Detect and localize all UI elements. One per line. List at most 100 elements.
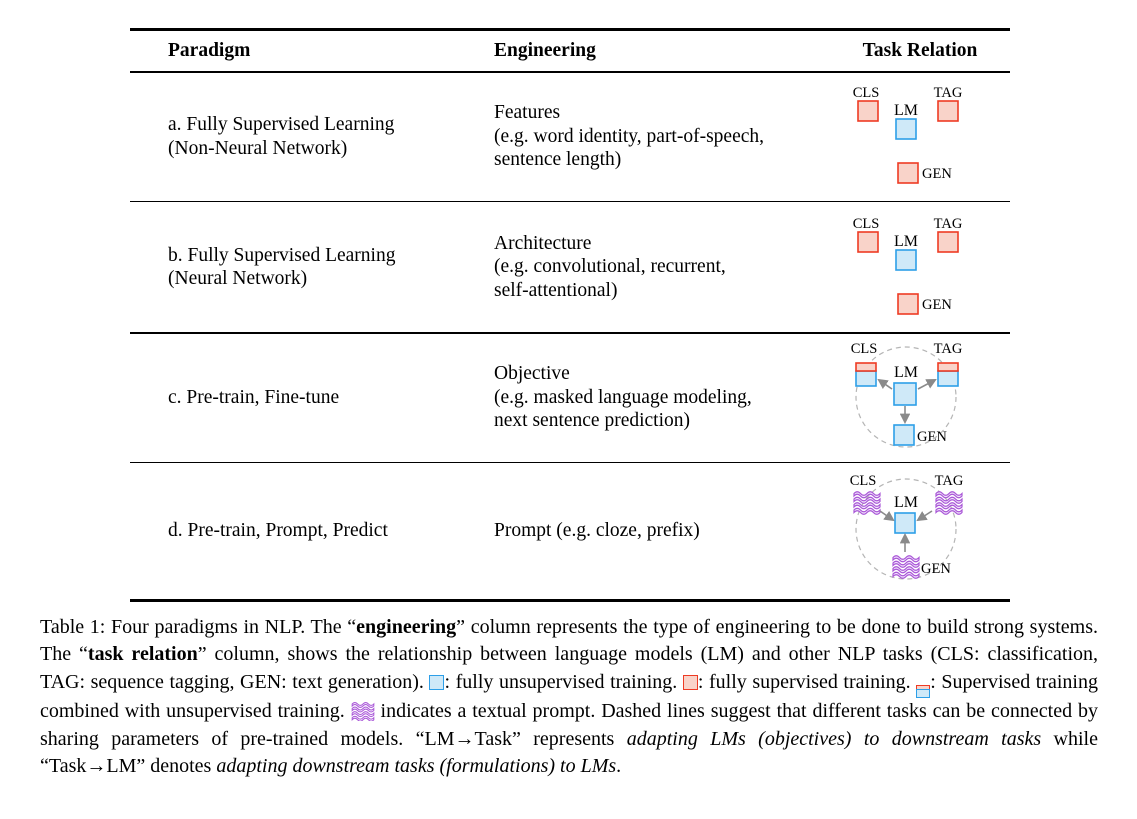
engineering-line: Prompt (e.g. cloze, prefix) — [494, 520, 700, 542]
lm-to-tag-arrow — [917, 378, 937, 390]
cls-label: CLS — [850, 473, 877, 489]
caption-text: . — [616, 755, 622, 778]
caption-text: : fully unsupervised training. — [444, 670, 683, 693]
tag-label: TAG — [934, 341, 963, 357]
caption-text: adapting LMs (objectives) to downstream … — [626, 727, 1042, 750]
engineering-line: next sentence prediction) — [494, 410, 690, 432]
task-relation-cell: CLS TAG LM GEN — [830, 210, 1010, 325]
engineering-line: Objective — [494, 363, 570, 385]
gen-label: GEN — [922, 166, 952, 182]
cls-prompt-squiggle-icon — [853, 491, 881, 515]
tag-prompt-squiggle-icon — [935, 491, 963, 515]
half-square-icon — [916, 684, 931, 699]
table-row: a. Fully Supervised Learning (Non-Neural… — [130, 73, 1010, 201]
paradigm-line: (Neural Network) — [168, 268, 308, 289]
cls-label: CLS — [853, 85, 880, 101]
table-row: b. Fully Supervised Learning (Neural Net… — [130, 202, 1010, 332]
caption-text: indicates a textual prompt. Dashed lines… — [40, 700, 1098, 750]
paradigm-cell: d. Pre-train, Prompt, Predict — [130, 519, 494, 543]
engineering-line: (e.g. masked language modeling, — [494, 386, 752, 408]
row-separator-rule — [130, 332, 1010, 334]
prompt-squiggle-icon — [351, 700, 375, 723]
gen-supervised-square-icon — [897, 162, 919, 184]
table-top-rule — [130, 28, 1010, 31]
caption-text: Table 1: Four paradigms in NLP. The “ — [40, 616, 357, 638]
task-relation-diagram-b: CLS TAG LM GEN — [853, 216, 963, 315]
task-relation-diagram-c: CLS TAG LM GEN — [851, 341, 963, 448]
table-1: Paradigm Engineering Task Relation a. Fu… — [130, 28, 1010, 602]
caption-text: : fully supervised training. — [697, 670, 917, 693]
engineering-cell: Features (e.g. word identity, part-of-sp… — [494, 101, 830, 172]
paradigm-cell: c. Pre-train, Fine-tune — [130, 386, 494, 410]
table-header-row: Paradigm Engineering Task Relation — [130, 31, 1010, 71]
gen-label: GEN — [921, 561, 951, 577]
caption-text: ” column, shows the relationship between… — [40, 643, 1098, 693]
task-relation-diagram-d: CLS TAG LM GEN — [850, 473, 964, 580]
lm-unsupervised-square-icon — [893, 381, 917, 406]
lm-label: LM — [894, 364, 918, 381]
gen-supervised-square-icon — [897, 292, 919, 315]
task-relation-diagram-a: CLS TAG LM GEN — [853, 85, 963, 184]
engineering-line: Features — [494, 102, 561, 124]
engineering-line: sentence length) — [494, 149, 622, 171]
lm-label: LM — [894, 494, 918, 511]
engineering-cell: Prompt (e.g. cloze, prefix) — [494, 519, 830, 543]
engineering-line: (e.g. convolutional, recurrent, — [494, 256, 726, 278]
cls-combined-square-red-part — [855, 361, 877, 372]
paradigm-cell: a. Fully Supervised Learning (Non-Neural… — [130, 113, 494, 160]
shared-parameters-dashed-circle — [855, 478, 957, 580]
row-separator-rule — [130, 461, 1010, 463]
col-header-task-relation: Task Relation — [862, 40, 978, 61]
tag-supervised-square-icon — [937, 230, 959, 253]
paradigm-line: a. Fully Supervised Learning — [168, 114, 395, 135]
caption-text: engineering — [356, 616, 457, 638]
cls-label: CLS — [853, 216, 880, 232]
cls-supervised-square-icon — [857, 100, 879, 122]
paradigm-line: (Non-Neural Network) — [168, 137, 348, 159]
tag-combined-square-icon — [937, 369, 959, 387]
tag-label: TAG — [934, 216, 963, 232]
caption-text: : Supervised training combined with unsu… — [40, 670, 1098, 723]
tag-supervised-square-icon — [937, 100, 959, 122]
gen-prompt-squiggle-icon — [892, 555, 920, 579]
table-bottom-rule — [130, 599, 1010, 602]
task-relation-cell: CLS TAG LM GEN — [830, 337, 1010, 459]
shared-parameters-dashed-circle — [855, 345, 957, 448]
task-relation-cell: CLS TAG LM GEN — [830, 465, 1010, 597]
cls-to-lm-arrow — [879, 510, 895, 522]
tag-combined-square-red-part — [937, 361, 959, 372]
gen-label: GEN — [917, 429, 947, 445]
engineering-line: Architecture — [494, 232, 592, 254]
cls-supervised-square-icon — [857, 230, 879, 253]
col-header-engineering: Engineering — [494, 40, 596, 61]
paradigm-line: d. Pre-train, Prompt, Predict — [168, 520, 388, 542]
caption-text: task relation — [87, 643, 198, 666]
table-caption: Table 1: Four paradigms in NLP. The “eng… — [40, 614, 1098, 781]
lm-unsupervised-square-icon — [895, 118, 917, 140]
table-row: c. Pre-train, Fine-tune Objective (e.g. … — [130, 334, 1010, 462]
lm-unsupervised-square-icon — [895, 248, 917, 271]
lm-label: LM — [894, 102, 918, 119]
caption-text: adapting downstream tasks (formulations)… — [216, 755, 617, 778]
table-row: d. Pre-train, Prompt, Predict Prompt (e.… — [130, 463, 1010, 599]
tag-to-lm-arrow — [916, 510, 933, 522]
gen-label: GEN — [922, 297, 952, 313]
lm-unsupervised-square-icon — [894, 512, 916, 534]
lm-label: LM — [894, 233, 918, 250]
lm-to-cls-arrow — [877, 378, 893, 390]
tag-label: TAG — [934, 85, 963, 101]
engineering-cell: Architecture (e.g. convolutional, recurr… — [494, 232, 830, 303]
blue-square-icon — [429, 674, 445, 690]
caption-text: ” column represents the type of engineer… — [40, 616, 1098, 666]
tag-label: TAG — [935, 473, 964, 489]
header-separator-rule — [130, 71, 1010, 73]
task-relation-cell: CLS TAG LM GEN — [830, 79, 1010, 194]
engineering-line: (e.g. word identity, part-of-speech, — [494, 125, 765, 147]
gen-unsupervised-square-icon — [893, 423, 915, 446]
col-header-paradigm: Paradigm — [168, 40, 251, 61]
engineering-line: self-attentional) — [494, 279, 618, 301]
red-square-icon — [682, 674, 698, 690]
cls-label: CLS — [851, 341, 878, 357]
cls-combined-square-icon — [855, 369, 877, 387]
